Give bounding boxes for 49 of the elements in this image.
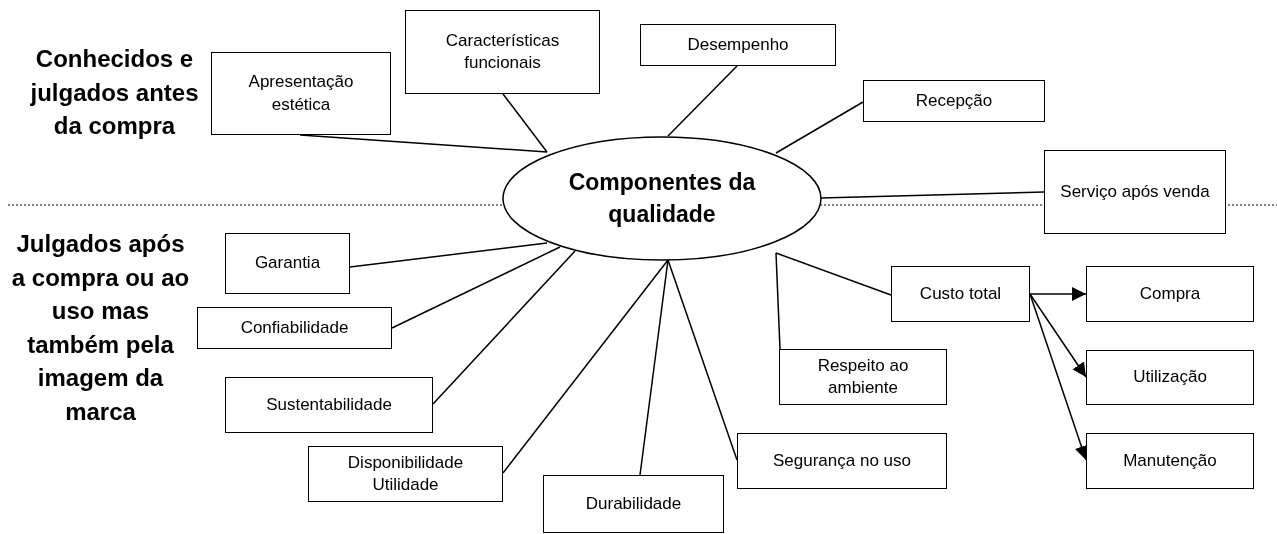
arrow (1029, 287, 1087, 301)
component-label: Respeito ao ambiente (816, 354, 910, 399)
component-box (1086, 350, 1254, 405)
component-label: Sustentabilidade (266, 393, 392, 416)
component-box (737, 433, 947, 489)
connector-line (502, 259, 669, 474)
component-label: Segurança no uso (773, 449, 911, 472)
component-label: Confiabilidade (240, 316, 349, 339)
connector-line (639, 259, 669, 476)
component-label: Compra (1139, 282, 1201, 305)
connector-line (502, 93, 548, 153)
component-label: Serviço após venda (1060, 180, 1210, 203)
component-box (308, 446, 503, 502)
arrow (1029, 293, 1087, 378)
component-box (225, 377, 433, 433)
component-label: Disponibilidade Utilidade (346, 451, 465, 496)
component-label: Desempenho (687, 33, 789, 56)
component-label: Utilização (1133, 366, 1207, 389)
component-label: Garantia (254, 252, 321, 275)
component-label: Manutenção (1123, 449, 1217, 472)
component-label: Recepção (915, 89, 993, 112)
component-box (640, 24, 836, 66)
component-box (543, 475, 724, 533)
component-box (211, 52, 391, 135)
connector-line (349, 242, 548, 268)
component-label: Apresentação estética (247, 71, 355, 116)
component-box (1086, 266, 1254, 322)
connector-line (775, 252, 892, 296)
component-box (1044, 150, 1226, 234)
component-box (863, 80, 1045, 122)
ellipse-node (502, 136, 822, 261)
connector-line (667, 65, 738, 137)
component-label: Durabilidade (585, 492, 682, 515)
connector-line (775, 101, 864, 154)
section-heading: Julgados após a compra ou ao uso mas também pela imagem da marca (10, 229, 191, 427)
component-box (891, 266, 1030, 322)
component-box (1086, 433, 1254, 489)
connector-line (775, 252, 781, 350)
component-box (779, 349, 947, 405)
connector-line (432, 250, 576, 405)
component-label: Características funcionais (444, 29, 561, 74)
connector-line (667, 259, 738, 461)
component-box (197, 307, 392, 349)
component-box (225, 233, 350, 294)
component-label: Custo total (919, 282, 1002, 305)
hub-title: Componentes da qualidade (567, 168, 757, 229)
connector-line (391, 246, 561, 329)
component-box (405, 10, 600, 94)
section-heading: Conhecidos e julgados antes da compra (29, 44, 200, 141)
